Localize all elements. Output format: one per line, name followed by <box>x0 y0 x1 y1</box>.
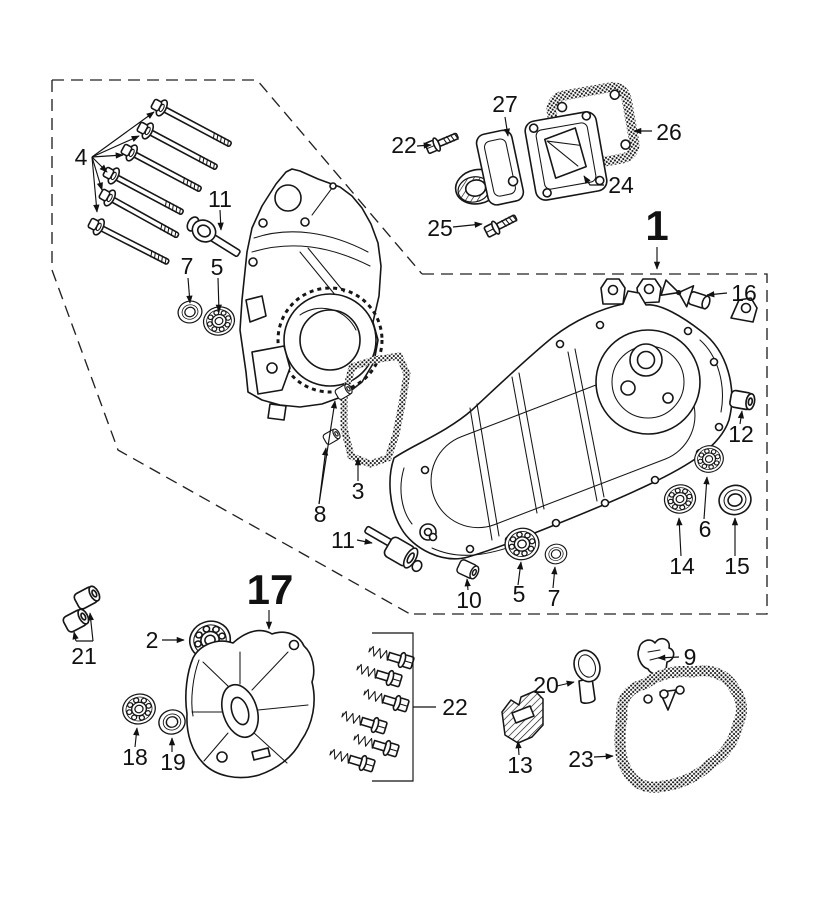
part-16-breather-fitting <box>660 279 711 310</box>
label-12: 12 <box>728 421 754 447</box>
part-13-rubber-buffer <box>501 690 544 744</box>
label-21: 21 <box>71 643 97 669</box>
label-16: 16 <box>731 280 757 306</box>
label-4: 4 <box>75 144 88 170</box>
part-24-reed-valve <box>524 111 608 201</box>
label-18: 18 <box>122 744 148 770</box>
label-3: 3 <box>352 478 365 504</box>
part-21-dowel-b <box>60 606 92 635</box>
label-10: 10 <box>456 587 482 613</box>
label-8: 8 <box>314 501 327 527</box>
part-11-crank-bush-upper <box>186 216 241 258</box>
part-3-center-gasket <box>340 352 411 468</box>
part-15-sealed-bearing <box>718 484 752 516</box>
part-9-clip <box>637 637 675 675</box>
part-25-bolt <box>482 210 520 240</box>
leader-4 <box>91 111 155 213</box>
part-17-transmission-cover <box>185 629 315 779</box>
part-22-bolt-upper <box>423 128 461 156</box>
part-12-bush <box>728 389 757 412</box>
label-19: 19 <box>160 749 186 775</box>
left-crankcase-half <box>239 168 384 421</box>
label-22-upper: 22 <box>391 132 417 158</box>
label-11-upper: 11 <box>208 186 232 212</box>
part-4-stud-set <box>85 94 236 271</box>
part-20-cap <box>573 649 601 704</box>
part-23-cover-gasket <box>614 665 747 793</box>
label-15: 15 <box>724 553 750 579</box>
part-21-dowel-a <box>71 583 103 612</box>
label-13: 13 <box>507 752 533 778</box>
label-1-main-assembly: 1 <box>645 202 668 249</box>
part-8-dowel-pin-b <box>321 427 343 446</box>
part-27-inlet-manifold <box>454 129 525 206</box>
part-10-spacer-bush <box>455 557 482 582</box>
label-14: 14 <box>669 553 695 579</box>
label-6: 6 <box>699 516 712 542</box>
part-7-oil-seal-lower <box>542 541 570 567</box>
label-22-lower: 22 <box>442 694 468 720</box>
part-22-screw-set <box>327 641 416 775</box>
label-9: 9 <box>684 644 697 670</box>
label-26: 26 <box>656 119 682 145</box>
label-7-lower: 7 <box>548 585 561 611</box>
label-11-lower: 11 <box>331 527 355 553</box>
part-labels: 4 11 7 5 22 27 26 24 25 1 16 12 6 14 15 … <box>71 91 757 778</box>
label-24: 24 <box>608 172 634 198</box>
part-11-crank-bush-lower <box>364 525 423 573</box>
right-crankcase-half <box>389 278 758 560</box>
label-20: 20 <box>533 672 559 698</box>
label-25: 25 <box>427 215 453 241</box>
label-2: 2 <box>146 627 159 653</box>
label-7-upper: 7 <box>181 253 194 279</box>
part-18-bearing <box>118 689 160 729</box>
dashed-boundary <box>51 79 768 615</box>
leader-lines <box>72 116 745 782</box>
label-23: 23 <box>568 746 594 772</box>
label-5-lower: 5 <box>513 581 526 607</box>
label-27: 27 <box>492 91 518 117</box>
label-17-cover: 17 <box>247 566 294 613</box>
part-14-bearing <box>660 480 700 518</box>
label-5-upper: 5 <box>211 254 224 280</box>
part-19-oil-seal <box>155 705 189 739</box>
